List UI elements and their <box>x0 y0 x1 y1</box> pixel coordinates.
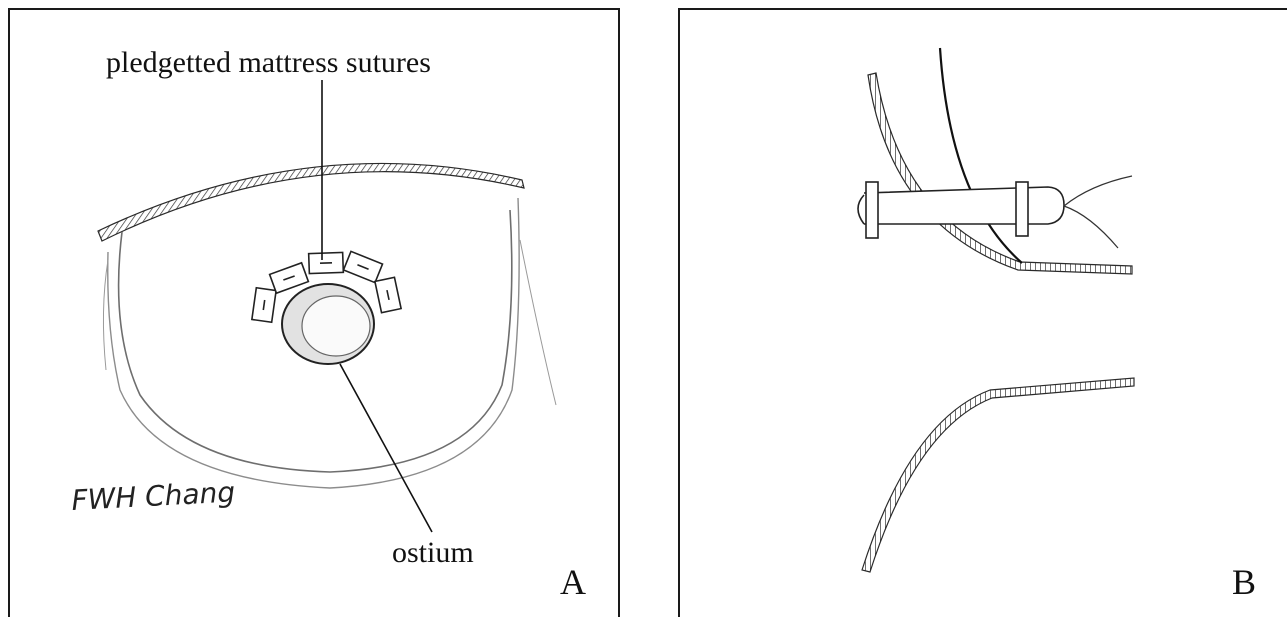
vessel-wall-upper <box>868 73 1132 274</box>
svg-text:FWH Chang: FWH Chang <box>71 475 236 517</box>
cannula <box>858 176 1132 248</box>
vessel-wall-lower <box>862 378 1134 572</box>
signature-drawing: FWH Chang <box>10 10 622 619</box>
panel-b: B <box>678 8 1287 617</box>
panel-b-letter: B <box>1232 561 1256 603</box>
panel-a: pledgetted mattress sutures ostium A FWH… <box>8 8 620 617</box>
panel-b-drawing <box>680 10 1287 619</box>
